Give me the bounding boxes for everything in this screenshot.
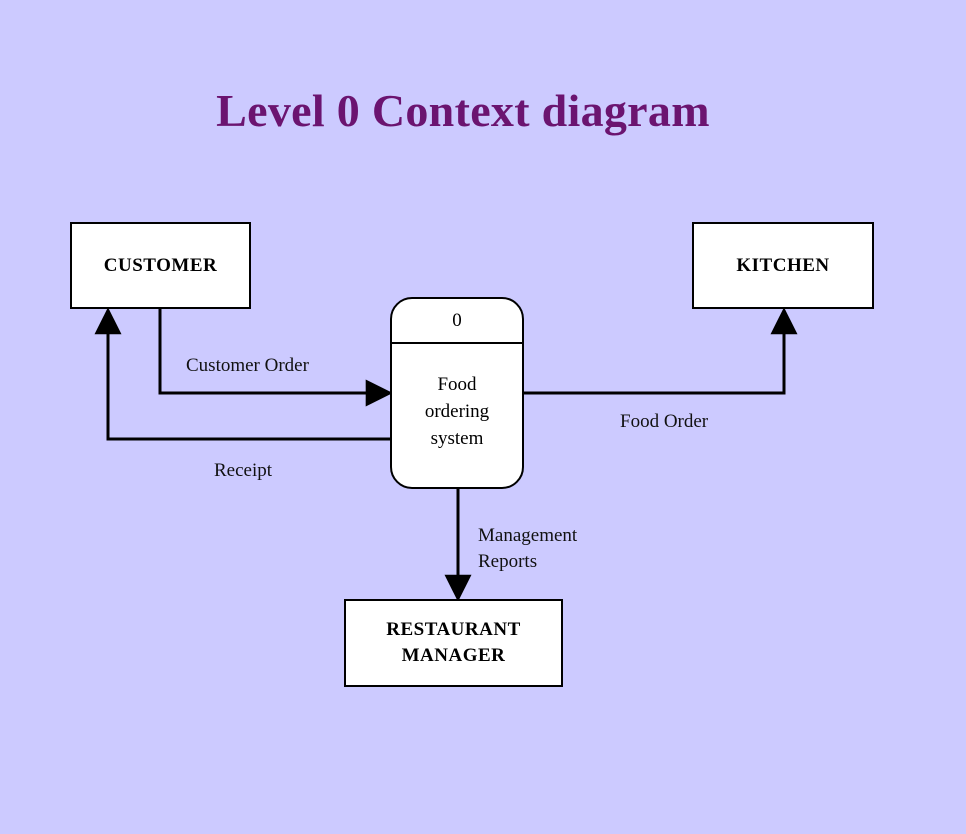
restaurant-manager-label: RESTAURANT MANAGER [386,619,521,666]
customer-entity: CUSTOMER [70,222,251,309]
kitchen-label: KITCHEN [736,254,830,276]
food-order-flow [524,307,798,395]
management-reports-label: Management Reports [478,525,578,572]
diagram-title: Level 0 Context diagram [216,85,710,136]
food-ordering-process: 0 Food ordering system [390,297,524,489]
receipt-flow [94,307,390,441]
customer-order-flow [158,308,393,407]
kitchen-entity: KITCHEN [692,222,874,309]
process-name: Food ordering system [424,374,490,449]
customer-label: CUSTOMER [103,254,218,276]
process-id: 0 [392,299,522,344]
customer-order-label: Customer Order [186,355,309,376]
restaurant-manager-entity: RESTAURANT MANAGER [344,599,563,687]
receipt-label: Receipt [214,460,273,481]
food-order-label: Food Order [620,411,709,432]
